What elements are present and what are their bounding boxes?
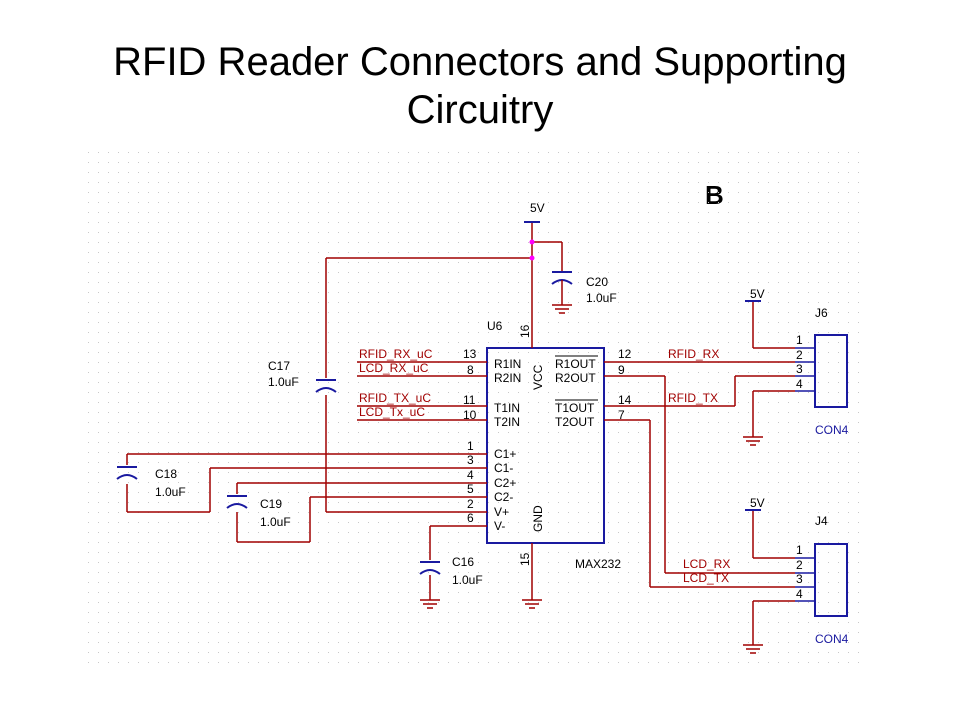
net-lcd-rx-uc: LCD_RX_uC — [359, 361, 429, 375]
grid-background — [88, 152, 863, 664]
capacitor-c19: C19 1.0uF — [226, 495, 291, 529]
j4-type: CON4 — [815, 632, 849, 646]
pin-name-r1in: R1IN — [494, 357, 521, 371]
pin-name-c1p: C1+ — [494, 447, 516, 461]
ic-body — [486, 347, 605, 544]
j6-pin2: 2 — [796, 348, 803, 362]
net-rfid-rx: RFID_RX — [668, 347, 719, 361]
j6-body — [814, 334, 848, 408]
pin-name-r2out: R2OUT — [555, 371, 596, 385]
net-rfid-tx-uc: RFID_TX_uC — [359, 391, 431, 405]
pin-num-10: 10 — [463, 408, 477, 422]
net-lcd-tx-uc: LCD_Tx_uC — [359, 405, 425, 419]
net-rfid-tx: RFID_TX — [668, 391, 718, 405]
pin-num-13: 13 — [463, 347, 477, 361]
c20-ref: C20 — [586, 275, 608, 289]
ic-gnd-label: GND — [531, 505, 545, 532]
c18-value: 1.0uF — [155, 485, 186, 499]
pin-name-t2out: T2OUT — [555, 415, 595, 429]
pin-num-2: 2 — [467, 497, 474, 511]
ic-part-label: MAX232 — [575, 557, 621, 571]
c16-value: 1.0uF — [452, 573, 483, 587]
charge-pump-wiring — [126, 453, 533, 600]
ic-pin-vcc: 16 — [518, 324, 532, 338]
capacitor-c20: C20 1.0uF — [551, 271, 617, 314]
title-line-2: Circuitry — [406, 88, 554, 132]
net-lcd-tx: LCD_TX — [683, 571, 729, 585]
ground-symbols-ic — [420, 599, 542, 609]
pin-name-r2in: R2IN — [494, 371, 521, 385]
j4-ref: J4 — [815, 514, 828, 528]
title-line-1: RFID Reader Connectors and Supporting — [113, 40, 847, 84]
c17-value: 1.0uF — [268, 375, 299, 389]
pin-num-14: 14 — [618, 393, 632, 407]
output-nets — [604, 301, 795, 645]
net-lcd-rx: LCD_RX — [683, 557, 730, 571]
pin-name-vp: V+ — [494, 505, 509, 519]
j6-pin4: 4 — [796, 377, 803, 391]
capacitor-c17: C17 1.0uF — [268, 359, 337, 393]
c20-value: 1.0uF — [586, 291, 617, 305]
pin-num-6: 6 — [467, 511, 474, 525]
c16-ref: C16 — [452, 555, 474, 569]
pin-num-7: 7 — [618, 408, 625, 422]
pin-name-c1n: C1- — [494, 461, 513, 475]
pin-num-5: 5 — [467, 482, 474, 496]
j6-type: CON4 — [815, 423, 849, 437]
c19-value: 1.0uF — [260, 515, 291, 529]
ic-vcc-label: VCC — [531, 364, 545, 390]
c18-ref: C18 — [155, 467, 177, 481]
pin-name-t1out: T1OUT — [555, 401, 595, 415]
pin-num-11: 11 — [463, 393, 476, 407]
j6-ref: J6 — [815, 306, 828, 320]
net-rfid-rx-uc: RFID_RX_uC — [359, 347, 433, 361]
ic-ref-label: U6 — [487, 319, 503, 333]
pin-num-8: 8 — [467, 363, 474, 377]
pin-name-r1out: R1OUT — [555, 357, 596, 371]
j6-pin1: 1 — [796, 333, 803, 347]
connector-j6: J6 CON4 1 2 3 4 5V — [743, 287, 849, 446]
j6-pin3: 3 — [796, 362, 803, 376]
capacitor-c18: C18 1.0uF — [116, 466, 186, 499]
pin-num-4: 4 — [467, 468, 474, 482]
pin-name-vn: V- — [494, 519, 505, 533]
slide-title: RFID Reader Connectors and Supporting Ci… — [0, 38, 960, 134]
pin-num-1: 1 — [467, 439, 474, 453]
max232-ic: U6 MAX232 VCC GND 16 15 R1IN R2IN T1IN T… — [463, 319, 632, 571]
j4-pin2: 2 — [796, 558, 803, 572]
pin-num-12: 12 — [618, 347, 632, 361]
input-nets — [357, 361, 487, 421]
vcc-label-j4: 5V — [750, 496, 765, 510]
vcc-label-ic: 5V — [530, 201, 545, 215]
power-5v-ic: 5V — [524, 201, 545, 261]
pin-num-9: 9 — [618, 363, 625, 377]
vcc-label-j6: 5V — [750, 287, 765, 301]
capacitor-c16: C16 1.0uF — [419, 555, 483, 587]
pin-name-c2p: C2+ — [494, 476, 516, 490]
j4-body — [814, 543, 848, 617]
c19-ref: C19 — [260, 497, 282, 511]
connector-j4: J4 CON4 1 2 3 4 5V — [743, 496, 849, 654]
ic-pin-gnd: 15 — [518, 552, 532, 566]
pin-name-t1in: T1IN — [494, 401, 520, 415]
pin-name-c2n: C2- — [494, 490, 513, 504]
pin-name-t2in: T2IN — [494, 415, 520, 429]
j4-pin1: 1 — [796, 543, 803, 557]
c17-ref: C17 — [268, 359, 290, 373]
j4-pin4: 4 — [796, 587, 803, 601]
j4-pin3: 3 — [796, 572, 803, 586]
pin-num-3: 3 — [467, 453, 474, 467]
